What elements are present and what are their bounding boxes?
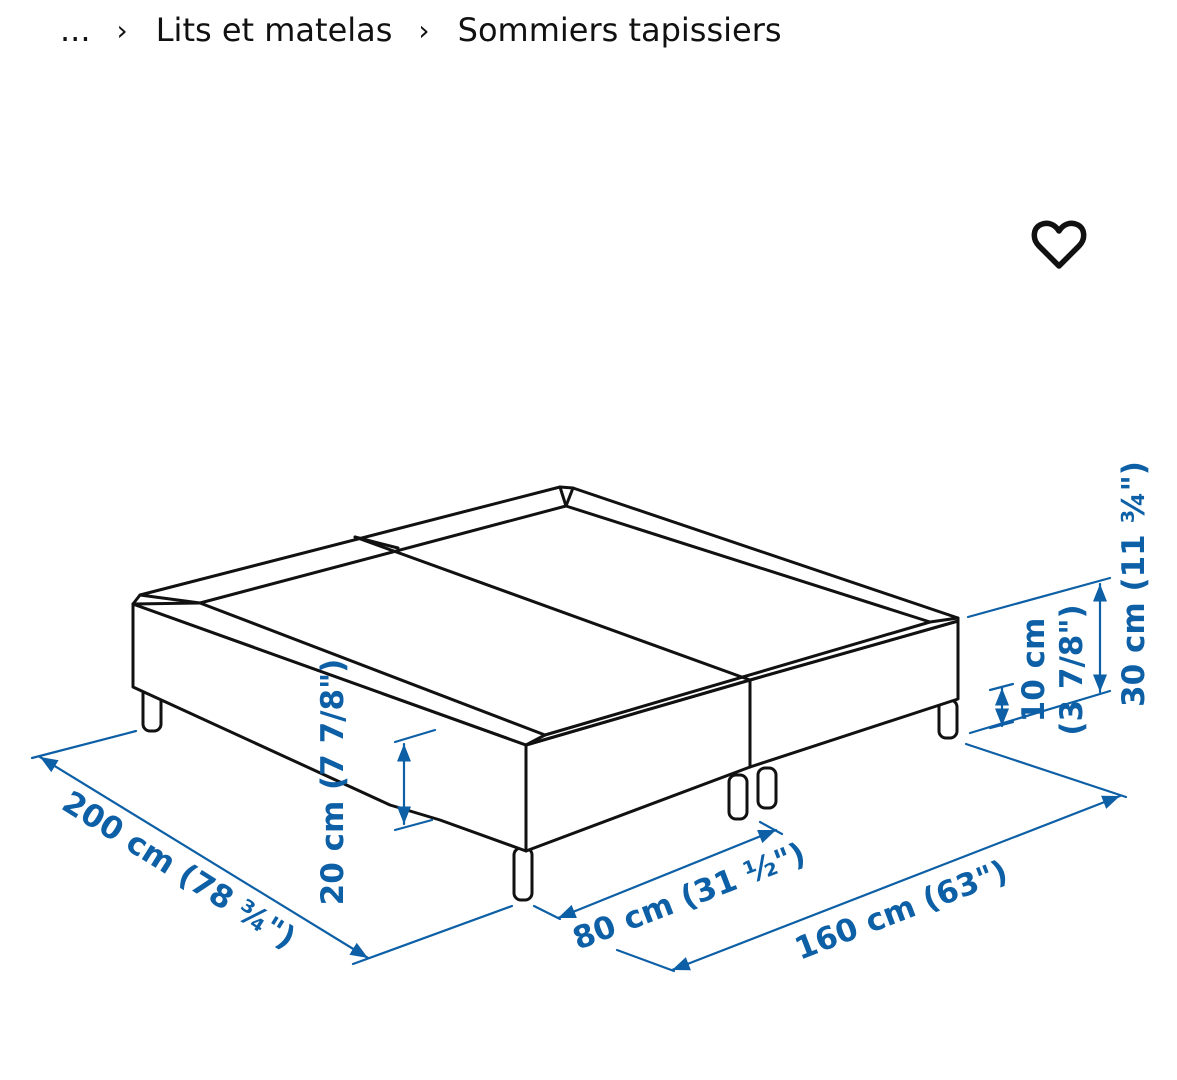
breadcrumb-item-lits-et-matelas[interactable]: Lits et matelas [155,11,393,49]
bed-base-illustration [131,485,960,902]
dimension-length-label: 200 cm (78 ¾") [56,784,302,956]
breadcrumb-ellipsis[interactable]: ... [60,11,91,49]
favorite-button[interactable] [1028,214,1090,276]
chevron-right-icon: › [418,13,430,47]
dimension-total-height-label: 30 cm (11 ¾") [1116,461,1152,707]
dimension-half-width-label: 80 cm (31 ½") [568,836,810,958]
heart-outline-icon [1031,220,1087,269]
chevron-right-icon: › [116,13,128,47]
dimension-leg-height-cm-label: 10 cm [1016,618,1052,723]
breadcrumb-item-sommiers-tapissiers[interactable]: Sommiers tapissiers [457,11,782,49]
dimension-leg-height-in-label: (3 7/8") [1054,604,1090,735]
breadcrumb: ... › Lits et matelas › Sommiers tapissi… [60,8,782,52]
dimension-frame-height-label: 20 cm (7 7/8") [315,659,351,906]
dimension-lines [30,576,1128,973]
